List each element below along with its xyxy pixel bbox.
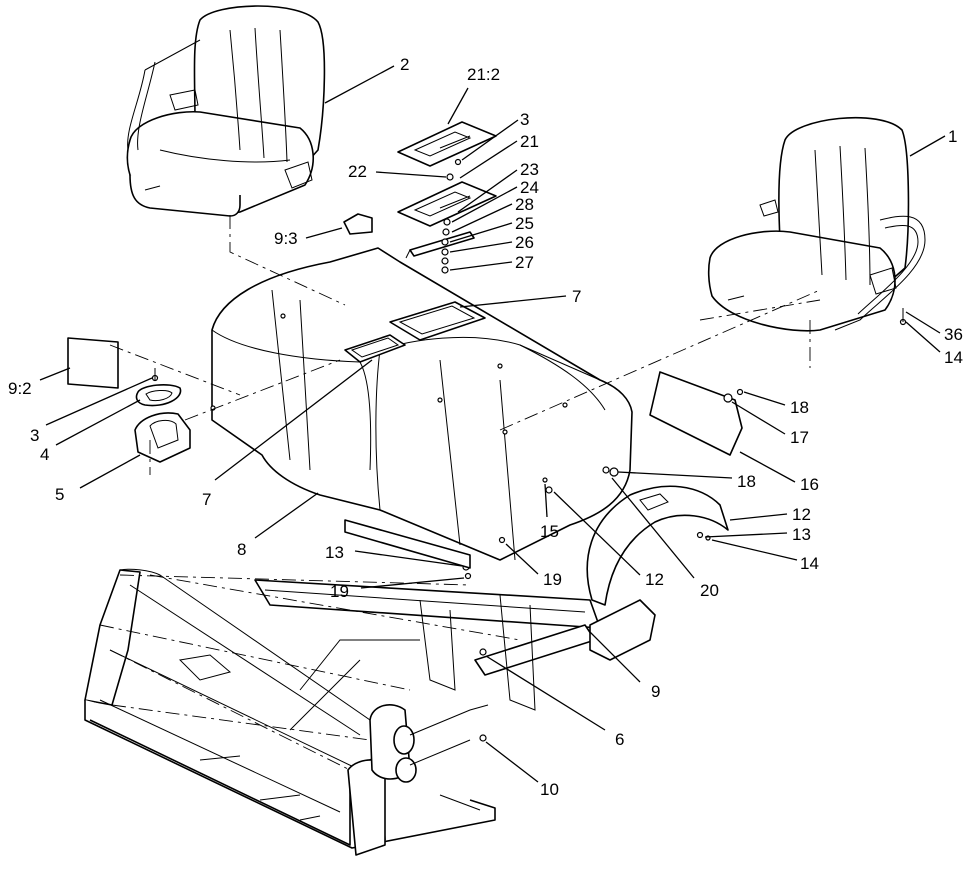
callout-8: 9 [651, 682, 660, 701]
callout-21-2: 21:2 [467, 65, 500, 84]
callout-1: 1 [948, 127, 957, 146]
right-seat [707, 116, 926, 332]
seat-hardware-stack [441, 158, 462, 274]
callout-16: 16 [800, 475, 819, 494]
callout-15: 15 [540, 522, 559, 541]
callout-2: 2 [400, 55, 409, 74]
callout-5: 5 [55, 485, 64, 504]
callout-18-right: 18 [790, 398, 809, 417]
callout-7-upper: 7 [572, 287, 581, 306]
callout-24: 24 [520, 178, 539, 197]
callout-27: 27 [515, 253, 534, 272]
callout-19-right: 20 [700, 581, 719, 600]
cover-ring [135, 383, 182, 407]
seat-plate-lower [397, 181, 497, 227]
callout-21: 21 [520, 132, 539, 151]
callout-22: 22 [348, 162, 367, 181]
callout-7-lower: 7 [202, 490, 211, 509]
callout-6: 6 [615, 730, 624, 749]
callout-28: 28 [515, 195, 534, 214]
seat-bracket [405, 231, 475, 259]
decal-9-3 [343, 213, 373, 235]
callout-12-right: 13 [792, 525, 811, 544]
callout-25: 25 [515, 214, 534, 233]
left-seat [126, 5, 326, 217]
callout-13: 13 [325, 543, 344, 562]
fender-body [210, 247, 633, 561]
callout-26: 26 [515, 233, 534, 252]
callout-3-left: 3 [30, 426, 39, 445]
seat-plate-upper [397, 121, 497, 167]
callout-9: 8 [237, 540, 246, 559]
callout-10: 10 [540, 780, 559, 799]
callout-20: 14 [944, 348, 963, 367]
callout-17-lower: 18 [737, 472, 756, 491]
callout-17-upper: 17 [790, 428, 809, 447]
callout-18-left: 19 [330, 582, 349, 601]
callout-11: 12 [792, 505, 811, 524]
side-panel [649, 371, 743, 456]
callout-3-upper: 3 [520, 110, 529, 129]
callout-14: 14 [800, 554, 819, 573]
callout-9-2: 9:2 [8, 379, 32, 398]
rear-fender [586, 485, 729, 606]
callout-12-center: 12 [645, 570, 664, 589]
callout-9-3: 9:3 [274, 229, 298, 248]
leader-lines [39, 65, 946, 783]
callouts: 2 21:2 1 3 21 22 23 24 28 25 26 27 9:3 7… [8, 55, 963, 799]
callout-19-left: 19 [543, 570, 562, 589]
callout-36: 36 [944, 325, 963, 344]
callout-23: 23 [520, 160, 539, 179]
chassis-frame [84, 519, 656, 856]
callout-4: 4 [40, 445, 49, 464]
